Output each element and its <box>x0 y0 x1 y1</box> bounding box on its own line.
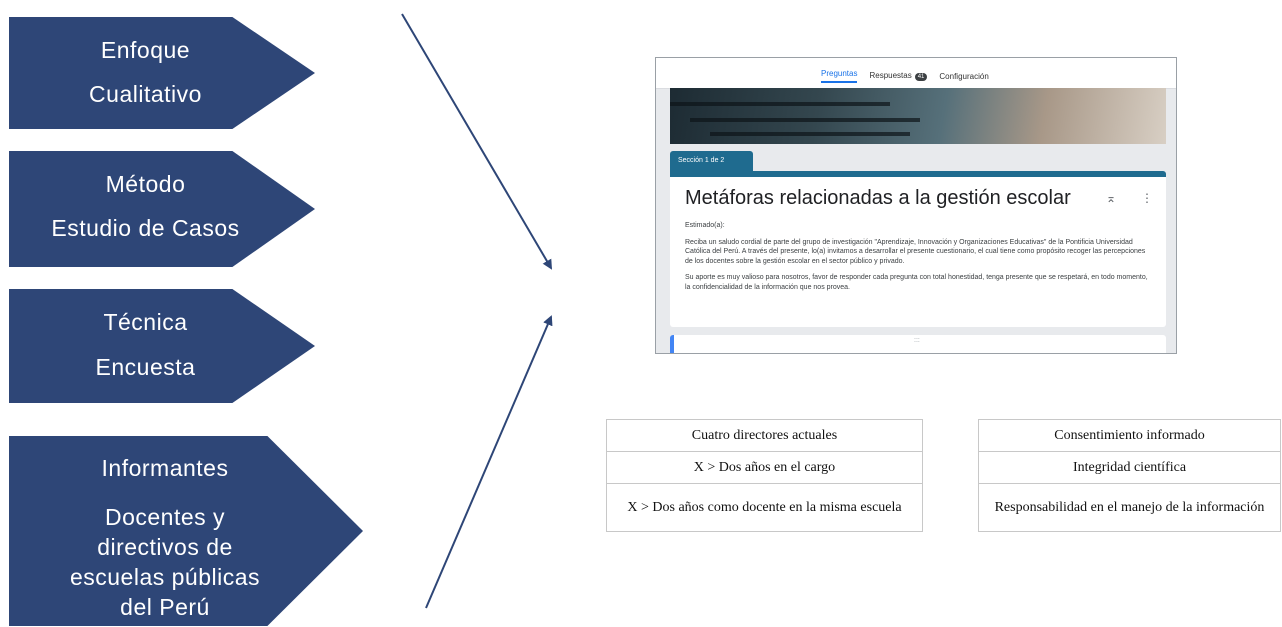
ethics-cell: Responsabilidad en el manejo de la infor… <box>978 483 1281 532</box>
form-banner-image <box>670 88 1166 144</box>
form-paragraph-1: Reciba un saludo cordial de parte del gr… <box>685 238 1146 265</box>
form-greeting: Estimado(a): <box>685 222 725 229</box>
informantes-box: Informantes Docentes y directivos de esc… <box>9 436 363 626</box>
arrow-down <box>401 13 553 270</box>
tecnica-title: Técnica <box>103 309 188 335</box>
tecnica-value: Encuesta <box>95 354 196 380</box>
next-question-card[interactable]: ::: <box>670 335 1166 353</box>
criteria-cell: Cuatro directores actuales <box>606 419 923 452</box>
informantes-value: Docentes y directivos de escuelas públic… <box>69 504 261 620</box>
drag-handle-icon[interactable]: ::: <box>914 337 920 344</box>
criteria-table: Cuatro directores actuales X > Dos años … <box>606 419 923 532</box>
enfoque-title: Enfoque <box>100 37 191 63</box>
responses-badge: 41 <box>914 73 928 81</box>
tab-configuracion[interactable]: Configuración <box>939 71 989 81</box>
more-vert-icon[interactable]: ⋮ <box>1141 191 1153 205</box>
ethics-table: Consentimiento informado Integridad cien… <box>978 419 1281 532</box>
form-header-card: Metáforas relacionadas a la gestión esco… <box>670 171 1166 327</box>
collapse-icon[interactable]: ⌅ <box>1106 191 1117 205</box>
form-title: Metáforas relacionadas a la gestión esco… <box>685 187 1071 209</box>
ethics-cell: Integridad científica <box>978 451 1281 484</box>
metodo-value: Estudio de Casos <box>51 215 240 241</box>
form-paragraph-2: Su aporte es muy valioso para nosotros, … <box>685 274 1148 291</box>
ethics-cell: Consentimiento informado <box>978 419 1281 452</box>
criteria-cell: X > Dos años como docente en la misma es… <box>606 483 923 532</box>
enfoque-value: Cualitativo <box>89 81 202 107</box>
informantes-title: Informantes <box>101 455 229 481</box>
tab-respuestas-label: Respuestas <box>869 71 912 80</box>
arrow-up <box>425 315 553 609</box>
section-label: Sección 1 de 2 <box>670 151 753 171</box>
criteria-cell: X > Dos años en el cargo <box>606 451 923 484</box>
metodo-title: Método <box>105 171 186 197</box>
form-description: Estimado(a): Reciba un saludo cordial de… <box>685 221 1155 299</box>
tab-preguntas[interactable]: Preguntas <box>821 69 858 83</box>
